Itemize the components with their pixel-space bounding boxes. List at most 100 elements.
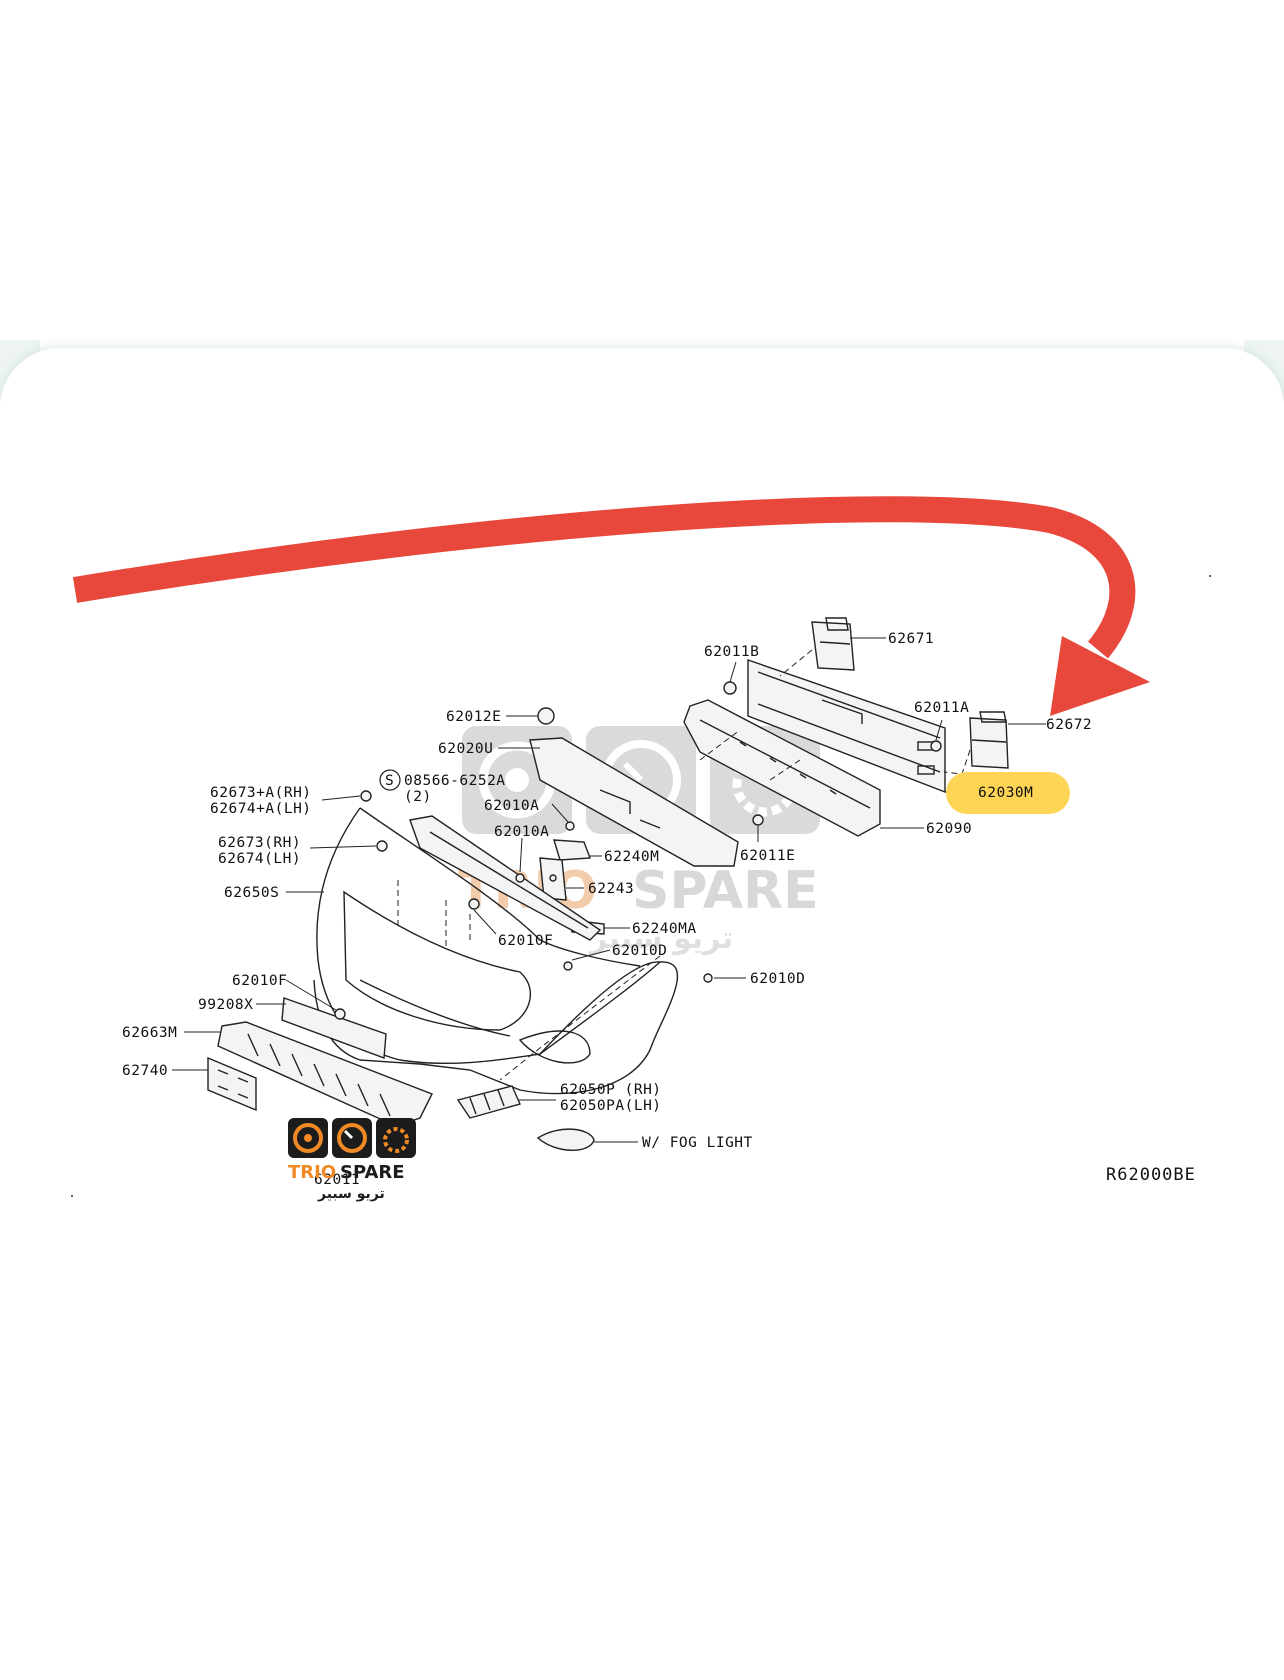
part-bracket-62240M <box>553 839 591 861</box>
label-62010F-2: 62010F <box>232 973 287 989</box>
fascia-lower-opening <box>359 979 511 1037</box>
logo-brand-b: SPARE <box>340 1162 405 1183</box>
label-fog-light: W/ FOG LIGHT <box>642 1135 753 1151</box>
fastener-62010F-2 <box>334 1008 346 1020</box>
dash-fascia-1 <box>397 880 471 950</box>
crash-box-left-flange <box>979 711 1007 723</box>
fascia-outline <box>313 807 679 1095</box>
label-62673: 62673(RH) <box>218 835 301 851</box>
label-62012E: 62012E <box>446 709 501 725</box>
stray-dot-left <box>71 1195 73 1197</box>
fastener-62011E <box>752 814 764 826</box>
stray-dot-right <box>1209 575 1211 577</box>
bracket-62243-body <box>539 857 567 901</box>
dash-crash-box-right <box>779 649 813 677</box>
red-arrow-shaft <box>72 496 1136 659</box>
beam-slot-2 <box>917 765 935 775</box>
diagram-code: R62000BE <box>1106 1165 1196 1185</box>
label-62011-bottom: 62011 <box>314 1172 360 1188</box>
label-62050P: 62050P (RH) <box>560 1082 662 1098</box>
leader-62010A-2 <box>519 837 523 873</box>
beam-line-2 <box>757 703 941 773</box>
bracket-62240M-body <box>553 839 591 861</box>
fog-cover-body <box>456 1085 521 1119</box>
label-62011A: 62011A <box>914 700 969 716</box>
crash-box-right-flange <box>825 617 849 631</box>
watermark-speaker-core <box>505 768 529 792</box>
part-strip-99208X <box>281 997 387 1059</box>
plate-bracket-body <box>207 1056 257 1112</box>
beam-line-1 <box>757 671 941 739</box>
watermark-brand-b: SPARE <box>632 861 819 921</box>
absorber-body <box>683 699 881 837</box>
part-fog-light-bezel <box>536 1128 595 1151</box>
logo-gauge-needle <box>343 1129 354 1140</box>
label-62674A: 62674+A(LH) <box>210 801 312 817</box>
label-62243: 62243 <box>588 881 634 897</box>
part-plate-bracket <box>207 1056 257 1112</box>
label-62010D-2: 62010D <box>750 971 805 987</box>
label-62663M: 62663M <box>122 1025 177 1041</box>
label-99208X: 99208X <box>198 997 253 1013</box>
fastener-62010D-1 <box>563 961 573 971</box>
logo-speaker-core <box>304 1134 312 1142</box>
part-bumper-fascia <box>313 807 679 1095</box>
logo-arabic: تريو سبير <box>317 1186 385 1202</box>
fastener-62010D-2 <box>703 973 713 983</box>
dash-fascia-2 <box>499 955 661 1081</box>
label-62050PA: 62050PA(LH) <box>560 1098 662 1114</box>
label-62240M: 62240M <box>604 849 659 865</box>
logo-brand-a: TRIO <box>288 1162 336 1183</box>
leader-62010A-1 <box>551 803 569 823</box>
watermark-arabic: تريو سبير <box>588 921 733 956</box>
plate-bracket-marks <box>217 1069 249 1099</box>
label-62672: 62672 <box>1046 717 1092 733</box>
dash-absorber-beam <box>699 729 801 781</box>
leader-62673 <box>309 845 377 849</box>
red-arrow <box>72 496 1150 716</box>
part-fog-cover <box>456 1085 521 1119</box>
label-62020U: 62020U <box>438 741 493 757</box>
leader-62010F-2 <box>285 979 337 1011</box>
fastener-62673A <box>360 790 372 802</box>
label-62010F-1: 62010F <box>498 933 553 949</box>
fascia-fog-pocket <box>518 1030 591 1064</box>
fastener-62010A-2 <box>515 873 525 883</box>
label-62090: 62090 <box>926 821 972 837</box>
part-crash-box-62672 <box>969 711 1009 769</box>
highlight-62030M <box>946 772 1070 814</box>
dash-crash-box-left <box>943 749 971 775</box>
part-energy-absorber <box>683 699 881 837</box>
logo-gear-icon <box>383 1127 409 1153</box>
screw-symbol-circle <box>379 769 401 791</box>
label-08566: 08566-6252A <box>404 773 506 789</box>
label-62010A-1: 62010A <box>484 798 539 814</box>
part-upper-cover <box>529 737 739 867</box>
fog-cover-slats <box>469 1089 505 1115</box>
absorber-holes <box>739 741 837 795</box>
crash-box-left-body <box>969 717 1009 769</box>
red-arrow-head <box>1050 636 1150 716</box>
leader-62011B <box>729 661 737 683</box>
part-bracket-62243 <box>539 857 567 901</box>
leader-62011A <box>935 719 943 741</box>
label-62011E: 62011E <box>740 848 795 864</box>
label-62010A-2: 62010A <box>494 824 549 840</box>
leader-62010D-1 <box>571 949 611 961</box>
label-62674: 62674(LH) <box>218 851 301 867</box>
fastener-62010A-1 <box>565 821 575 831</box>
label-08566-qty: (2) <box>404 789 432 805</box>
label-62671: 62671 <box>888 631 934 647</box>
fasteners <box>334 681 942 1020</box>
label-62673A: 62673+A(RH) <box>210 785 312 801</box>
leader-lines <box>172 637 1046 1143</box>
logo-speaker-icon <box>293 1123 323 1153</box>
absorber-rib <box>699 719 871 809</box>
fastener-62011B <box>723 681 737 695</box>
clip-62012E <box>537 707 555 725</box>
label-62650S: 62650S <box>224 885 279 901</box>
fastener-62010F-1 <box>468 898 480 910</box>
fascia-top-edge <box>359 807 641 967</box>
lower-grille-slats <box>247 1033 391 1117</box>
